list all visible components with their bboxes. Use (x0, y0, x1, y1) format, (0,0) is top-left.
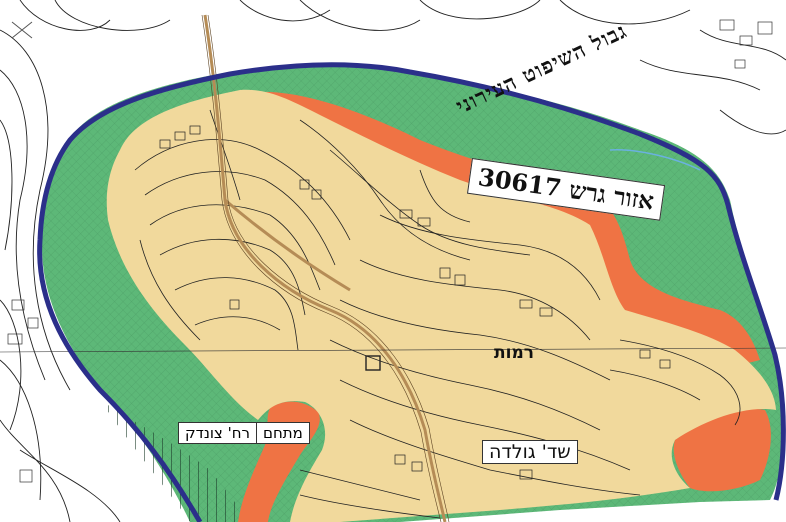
outer-built-area (7, 19, 773, 483)
residential-area (106, 89, 777, 522)
orange-zone-southeast (673, 409, 771, 492)
municipal-boundary (37, 62, 786, 522)
corner-mark (11, 21, 33, 39)
neighborhood-label: רמות (494, 343, 534, 363)
complex-label: מתחם (255, 422, 310, 444)
complex-street-label: מתחםרח' צונדק (178, 422, 310, 444)
building-footprints (159, 125, 671, 480)
street-label: רח' צונדק (178, 422, 256, 444)
main-roads (203, 14, 447, 522)
road-label: שד' גולדה (482, 440, 578, 464)
main-roads-edge (201, 14, 450, 522)
stream-line (609, 149, 701, 171)
grid-line (0, 347, 786, 353)
